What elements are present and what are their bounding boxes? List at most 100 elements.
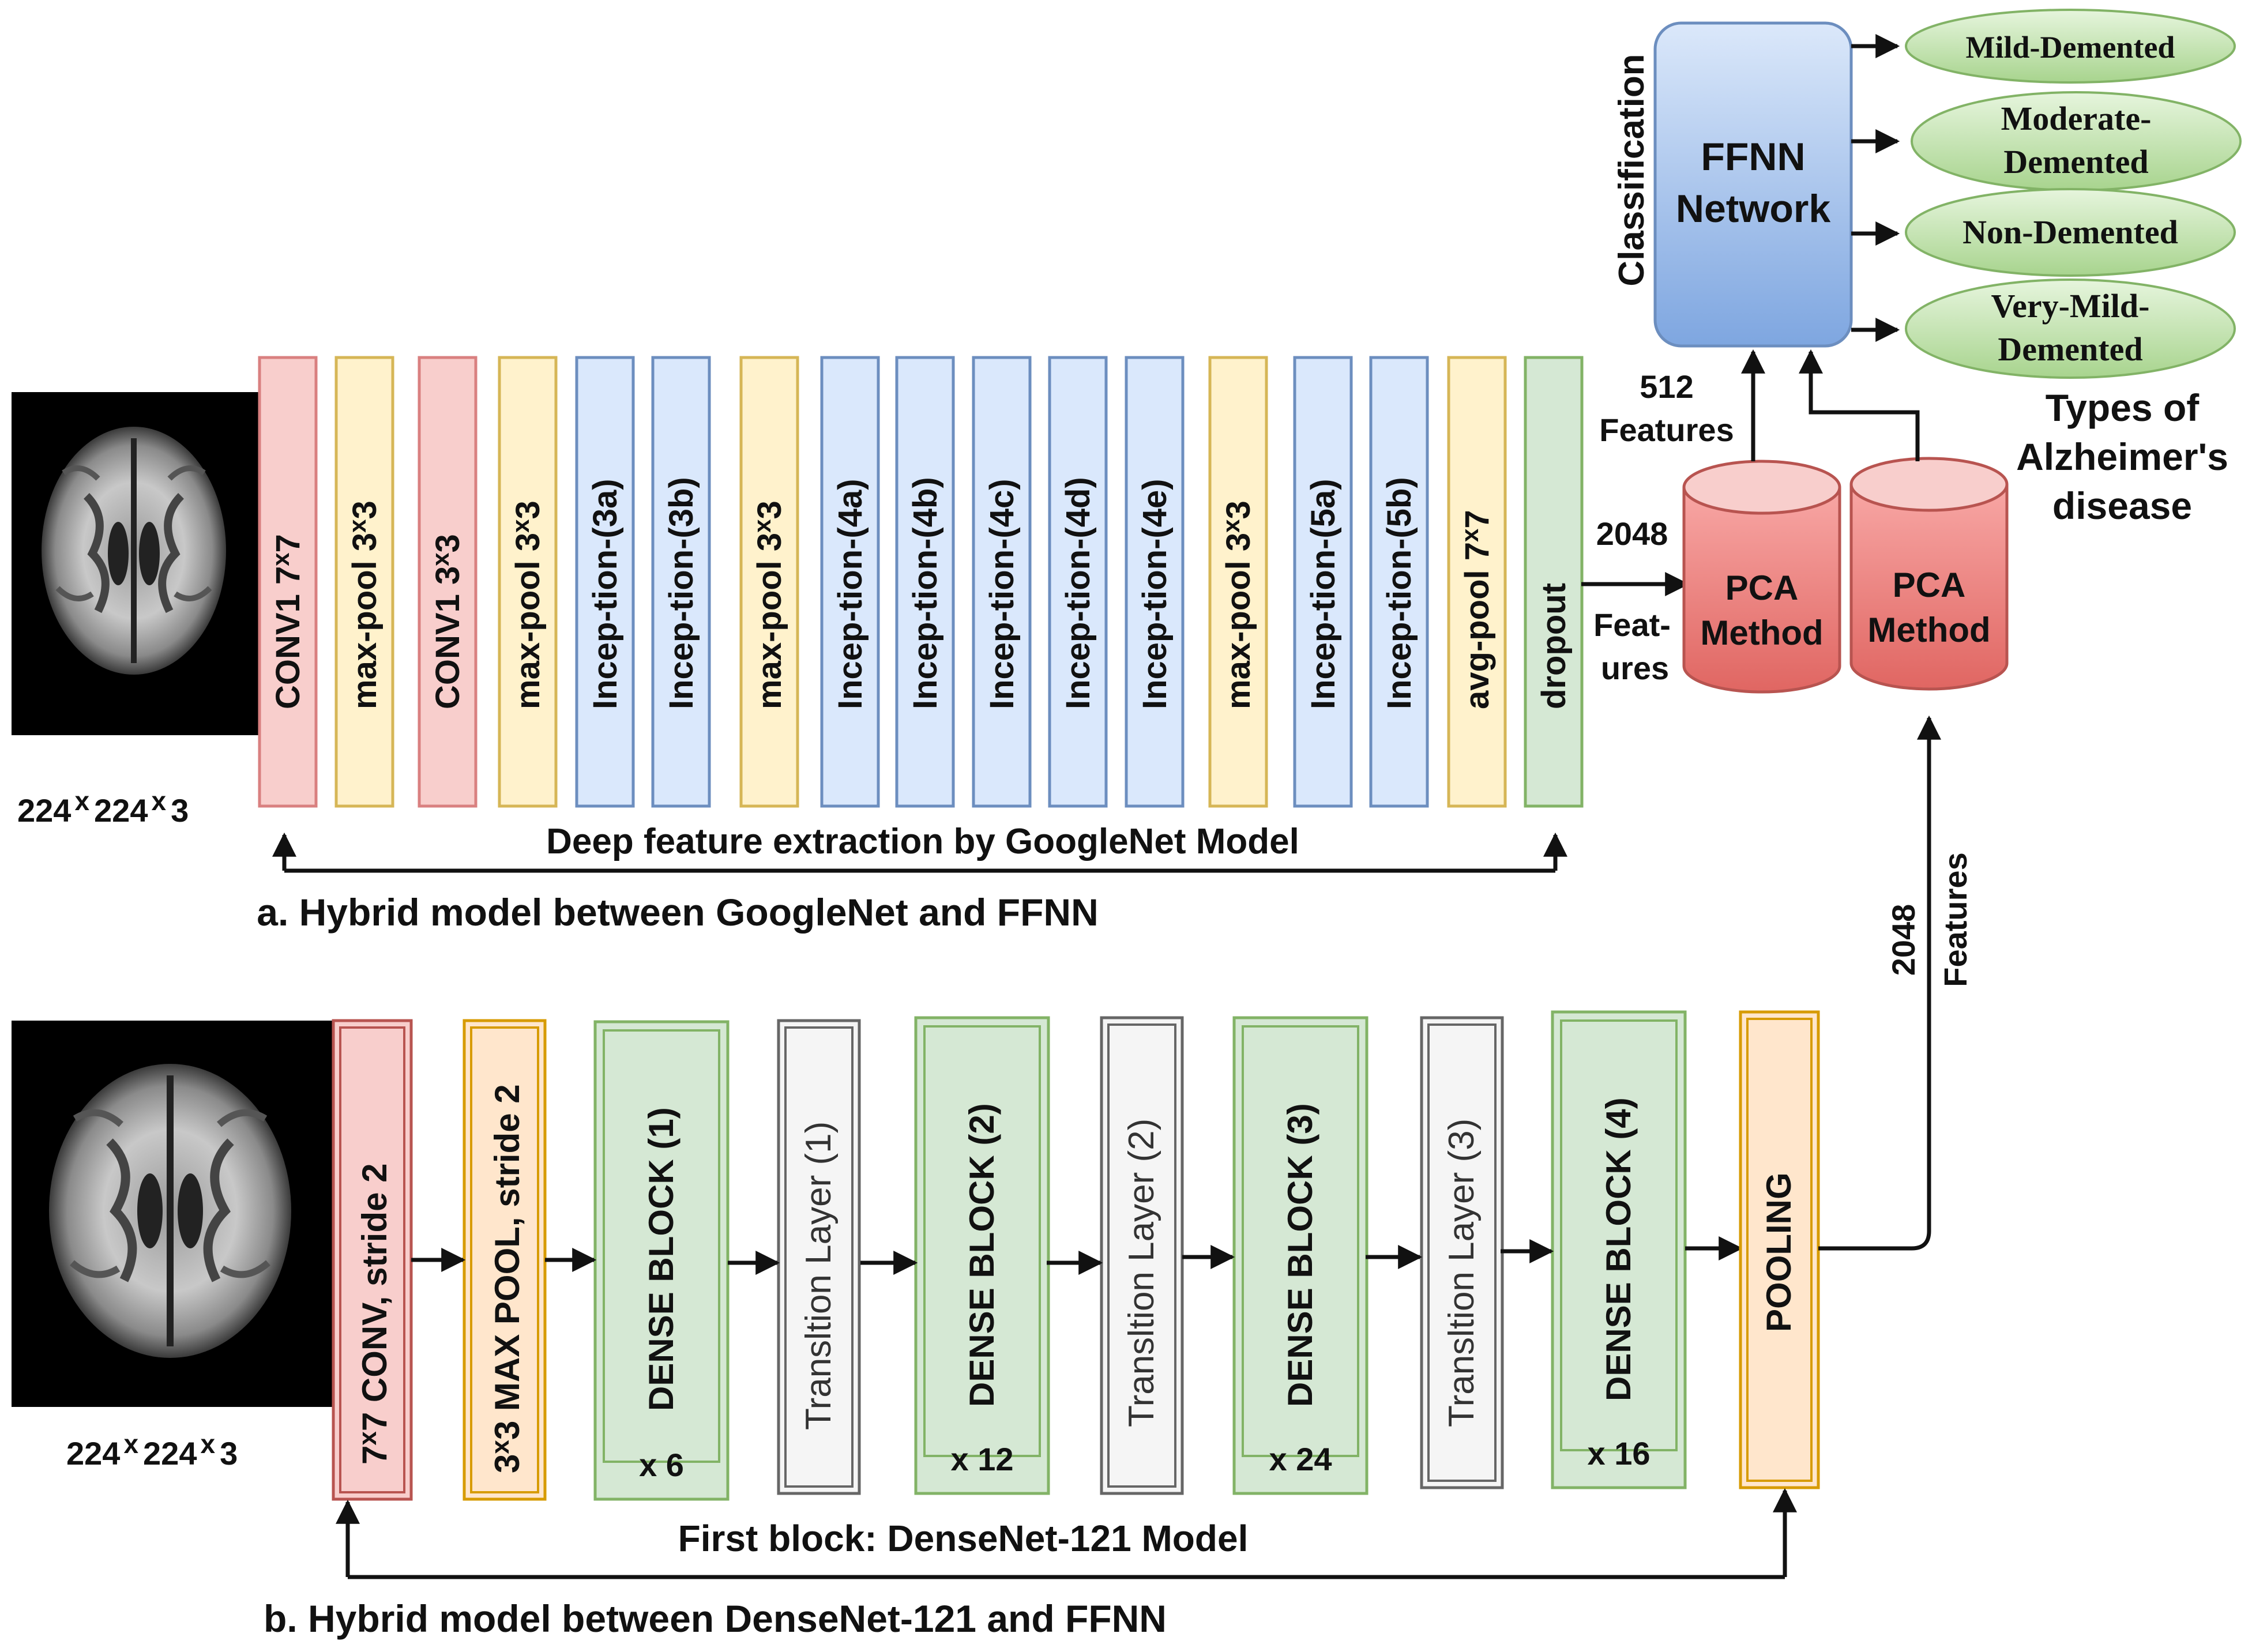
class-moderate-demented: Moderate- Demented bbox=[1911, 91, 2242, 191]
googlenet-layer: CONV1 7x7 bbox=[258, 356, 318, 808]
features-2048-top-number: 2048 bbox=[1596, 515, 1668, 552]
googlenet-layer-label: dropout bbox=[1535, 583, 1573, 709]
googlenet-layers: CONV1 7x7 max-pool 3x3 CONV1 3x3 max-pool 3… bbox=[258, 356, 1584, 808]
dense-block-label: DENSE BLOCK (3) bbox=[1281, 1103, 1319, 1407]
ffnn-label-1: FFNN bbox=[1701, 135, 1805, 179]
classification-label: Classification bbox=[1612, 54, 1652, 286]
googlenet-layer: avg-pool 7x7 bbox=[1447, 356, 1507, 808]
pca-2-label-1: PCA bbox=[1893, 566, 1966, 604]
googlenet-layer-box bbox=[334, 356, 394, 808]
googlenet-layer-label: Incep-tion-(4c) bbox=[983, 479, 1021, 709]
pooling-label: POOLING bbox=[1760, 1172, 1798, 1332]
dense-block: DENSE BLOCK (1)x 6 bbox=[593, 1020, 730, 1501]
densenet-maxpool-box: 3x3 MAX POOL, stride 2 bbox=[463, 1019, 547, 1501]
googlenet-layer: Incep-tion-(5b) bbox=[1369, 356, 1429, 808]
googlenet-caption: a. Hybrid model between GoogleNet and FF… bbox=[257, 891, 1098, 934]
googlenet-layer-label: Incep-tion-(4e) bbox=[1136, 479, 1174, 709]
googlenet-layer-label: Incep-tion-(5a) bbox=[1304, 479, 1342, 709]
googlenet-layer-box bbox=[1048, 356, 1108, 808]
class-1-label: Mild-Demented bbox=[1966, 30, 2175, 65]
googlenet-layer: Incep-tion-(3b) bbox=[651, 356, 711, 808]
dense-block: DENSE BLOCK (2)x 12 bbox=[914, 1016, 1050, 1495]
googlenet-layer-box bbox=[498, 356, 558, 808]
class-2-label-2: Demented bbox=[2003, 143, 2148, 180]
googlenet-layer-box bbox=[1447, 356, 1507, 808]
types-label-2: Alzheimer's bbox=[2016, 435, 2228, 478]
pca-1-label-2: Method bbox=[1700, 614, 1823, 652]
googlenet-layer: Incep-tion-(3a) bbox=[575, 356, 635, 808]
googlenet-layer-label: Incep-tion-(4a) bbox=[832, 479, 869, 709]
googlenet-layer-label: CONV1 7x7 bbox=[267, 534, 307, 709]
features-2048-top-label-2: ures bbox=[1601, 650, 1669, 686]
dense-block-count: x 12 bbox=[951, 1441, 1014, 1477]
class-2-label-1: Moderate- bbox=[2001, 100, 2152, 137]
googlenet-layer-label: Incep-tion-(5b) bbox=[1381, 477, 1418, 709]
densenet-chain: DENSE BLOCK (1)x 6 DENSE BLOCK (2)x 12 DEN… bbox=[593, 1010, 1687, 1501]
pca-2-label-2: Method bbox=[1867, 611, 1990, 649]
dense-block-count: x 24 bbox=[1269, 1441, 1332, 1477]
transition-layer: Transltion Layer (2) bbox=[1100, 1016, 1184, 1495]
googlenet-layer-box bbox=[1208, 356, 1268, 808]
types-label-3: disease bbox=[2052, 484, 2192, 527]
dense-block: DENSE BLOCK (3) x 24 bbox=[1232, 1016, 1369, 1495]
pca-cylinder-1: PCA Method bbox=[1682, 460, 1841, 694]
googlenet-extraction-label: Deep feature extraction by GoogleNet Mod… bbox=[546, 822, 1299, 861]
googlenet-layer: max-pool 3x3 bbox=[334, 356, 394, 808]
densenet-caption: b. Hybrid model between DenseNet-121 and… bbox=[264, 1597, 1167, 1640]
pca-1-label-1: PCA bbox=[1725, 569, 1799, 607]
transition-layer: Transltion Layer (1) bbox=[777, 1019, 861, 1495]
class-4-label-1: Very-Mild- bbox=[1991, 287, 2150, 325]
transition-layer-label: Transltion Layer (1) bbox=[799, 1122, 839, 1430]
googlenet-layer-box bbox=[418, 356, 478, 808]
googlenet-layer-label: Incep-tion-(3b) bbox=[663, 477, 700, 709]
dense-block: DENSE BLOCK (4) x 16 bbox=[1551, 1010, 1687, 1489]
googlenet-layer-box bbox=[972, 356, 1032, 808]
brain-mri-image-bottom bbox=[12, 1021, 334, 1407]
googlenet-layer: Incep-tion-(5a) bbox=[1293, 356, 1353, 808]
googlenet-layer: max-pool 3x3 bbox=[498, 356, 558, 808]
class-non-demented: Non-Demented bbox=[1905, 188, 2236, 277]
types-label-1: Types of bbox=[2046, 386, 2200, 429]
dense-block-count: x 16 bbox=[1588, 1435, 1651, 1472]
googlenet-layer-box bbox=[1293, 356, 1353, 808]
class-mild-demented: Mild-Demented bbox=[1905, 9, 2236, 84]
arrow-pooling-to-pca2 bbox=[1818, 715, 1941, 1251]
googlenet-layer-label: Incep-tion-(4d) bbox=[1059, 477, 1097, 709]
densenet-pooling-box: POOLING bbox=[1739, 1010, 1820, 1489]
googlenet-layer-box bbox=[1125, 356, 1185, 808]
features-2048-right-label: Features bbox=[1937, 852, 1973, 987]
googlenet-layer-label: Incep-tion-(3a) bbox=[587, 479, 624, 709]
googlenet-layer: Incep-tion-(4b) bbox=[895, 356, 955, 808]
googlenet-layer-box bbox=[258, 356, 318, 808]
googlenet-layer: Incep-tion-(4c) bbox=[972, 356, 1032, 808]
googlenet-layer-label: CONV1 3x3 bbox=[427, 534, 467, 709]
features-2048-right-number: 2048 bbox=[1885, 904, 1922, 976]
googlenet-layer-label: max-pool 3x3 bbox=[1217, 501, 1257, 709]
class-3-label: Non-Demented bbox=[1962, 213, 2178, 251]
googlenet-layer-label: avg-pool 7x7 bbox=[1456, 510, 1496, 709]
densenet-extraction-label: First block: DenseNet-121 Model bbox=[678, 1518, 1249, 1559]
pca-cylinder-2: PCA Method bbox=[1849, 457, 2009, 691]
googlenet-layer: Incep-tion-(4e) bbox=[1125, 356, 1185, 808]
class-very-mild-demented: Very-Mild- Demented bbox=[1905, 279, 2236, 379]
ffnn-label-2: Network bbox=[1676, 187, 1830, 231]
googlenet-layer-label: Incep-tion-(4b) bbox=[907, 477, 944, 709]
googlenet-layer-box bbox=[651, 356, 711, 808]
features-512-number: 512 bbox=[1640, 368, 1693, 405]
googlenet-layer-label: max-pool 3x3 bbox=[749, 501, 788, 709]
googlenet-layer: max-pool 3x3 bbox=[739, 356, 799, 808]
googlenet-layer: Incep-tion-(4d) bbox=[1048, 356, 1108, 808]
dense-block-label: DENSE BLOCK (4) bbox=[1599, 1097, 1638, 1401]
googlenet-layer-box bbox=[895, 356, 955, 808]
class-4-label-2: Demented bbox=[1998, 330, 2142, 368]
googlenet-layer-box bbox=[1369, 356, 1429, 808]
googlenet-layer: dropout bbox=[1524, 356, 1584, 808]
googlenet-layer-box bbox=[820, 356, 880, 808]
transition-layer-label: Transltion Layer (3) bbox=[1442, 1119, 1482, 1427]
googlenet-layer: CONV1 3x3 bbox=[418, 356, 478, 808]
googlenet-layer-label: max-pool 3x3 bbox=[507, 501, 547, 709]
brain-mri-image-top bbox=[12, 392, 260, 735]
features-2048-top-label-1: Feat- bbox=[1593, 607, 1671, 643]
